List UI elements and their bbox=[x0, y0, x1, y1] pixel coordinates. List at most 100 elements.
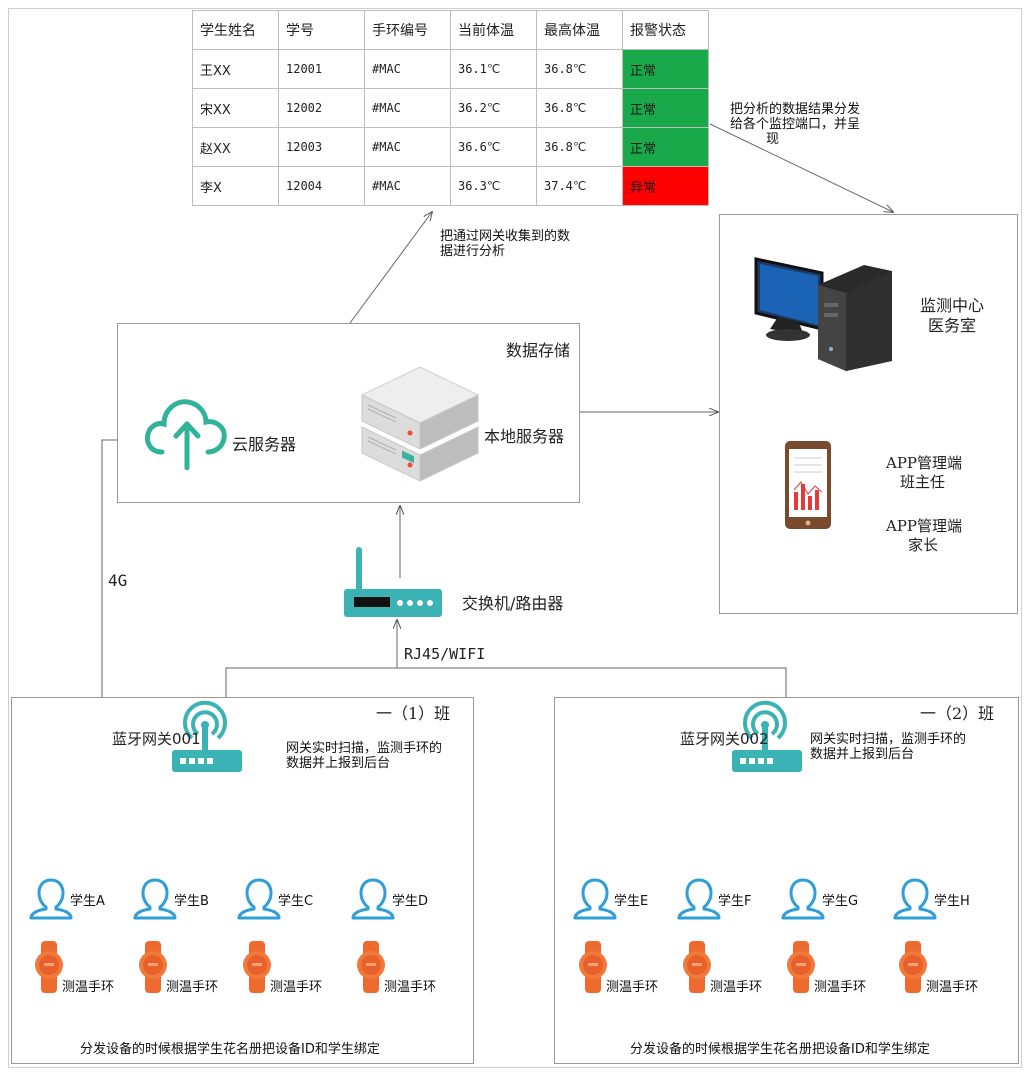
cell-band-id: #MAC bbox=[364, 88, 451, 128]
app-parent-label: APP管理端 家长 bbox=[886, 517, 962, 555]
app-teacher-label: APP管理端 班主任 bbox=[886, 454, 962, 492]
gateway-note-line: 数据并上报到后台 bbox=[286, 756, 391, 771]
cell-student-id: 12004 bbox=[278, 166, 365, 206]
student-name-label: 学生G bbox=[822, 894, 859, 909]
wristband-icon bbox=[898, 941, 928, 997]
wristband-label: 测温手环 bbox=[62, 980, 115, 995]
table-header-cell: 最高体温 bbox=[536, 10, 623, 50]
cell-student-id: 12002 bbox=[278, 88, 365, 128]
wristband-label: 测温手环 bbox=[606, 980, 659, 995]
analysis-note-line: 据进行分析 bbox=[440, 244, 506, 259]
gateway-002-note: 网关实时扫描，监测手环的 数据并上报到后台 bbox=[810, 732, 966, 762]
table-header-cell: 学号 bbox=[278, 10, 365, 50]
wristband-icon bbox=[578, 941, 608, 997]
student-name-label: 学生H bbox=[934, 894, 970, 909]
wristband-label: 测温手环 bbox=[166, 980, 219, 995]
student-icon bbox=[676, 878, 722, 924]
distribute-note-line: 现 bbox=[766, 132, 780, 147]
cell-band-id: #MAC bbox=[364, 166, 451, 206]
student-name-label: 学生B bbox=[174, 894, 209, 909]
student-icon bbox=[892, 878, 938, 924]
cell-student-name: 王XX bbox=[192, 49, 279, 89]
cell-max-temp: 36.8℃ bbox=[536, 49, 623, 89]
table-row: 李X 12004 #MAC 36.3℃ 37.4℃ 异常 bbox=[192, 166, 709, 206]
arrow-table-to-monitor bbox=[709, 123, 893, 212]
storage-title: 数据存储 bbox=[506, 341, 571, 360]
wristband-label: 测温手环 bbox=[926, 980, 979, 995]
cell-current-temp: 36.1℃ bbox=[450, 49, 537, 89]
bluetooth-gateway-icon bbox=[732, 700, 802, 772]
table-header-row: 学生姓名 学号 手环编号 当前体温 最高体温 报警状态 bbox=[192, 10, 709, 50]
class-1-box bbox=[11, 697, 474, 1064]
wristband-icon bbox=[34, 941, 64, 997]
diagram-frame bbox=[8, 8, 1022, 1068]
wristband-icon bbox=[786, 941, 816, 997]
class-2-title: 一（2）班 bbox=[920, 704, 995, 723]
cell-current-temp: 36.3℃ bbox=[450, 166, 537, 206]
app-parent-line: APP管理端 bbox=[886, 517, 963, 535]
gateway-note-line: 网关实时扫描，监测手环的 bbox=[810, 732, 967, 747]
student-icon bbox=[236, 878, 282, 924]
phone-app-icon bbox=[785, 441, 831, 529]
class-2-footer: 分发设备的时候根据学生花名册把设备ID和学生绑定 bbox=[630, 1042, 930, 1057]
gateway-note-line: 数据并上报到后台 bbox=[810, 747, 915, 762]
student-icon bbox=[780, 878, 826, 924]
cell-band-id: #MAC bbox=[364, 127, 451, 167]
student-icon bbox=[132, 878, 178, 924]
distribute-note: 把分析的数据结果分发 给各个监控端口，并呈 现 bbox=[730, 102, 860, 147]
table-header-cell: 当前体温 bbox=[450, 10, 537, 50]
rj45-link-label: RJ45/WIFI bbox=[404, 645, 486, 663]
class-1-footer: 分发设备的时候根据学生花名册把设备ID和学生绑定 bbox=[80, 1042, 380, 1057]
student-name-label: 学生A bbox=[70, 894, 105, 909]
student-icon bbox=[572, 878, 618, 924]
distribute-note-line: 把分析的数据结果分发 bbox=[730, 102, 861, 117]
cloud-server-label: 云服务器 bbox=[232, 435, 297, 454]
router-icon bbox=[344, 547, 442, 617]
wristband-label: 测温手环 bbox=[270, 980, 323, 995]
student-name-label: 学生C bbox=[278, 894, 314, 909]
cell-alarm-status: 正常 bbox=[622, 127, 709, 167]
data-storage-box bbox=[117, 323, 580, 503]
table-header-cell: 学生姓名 bbox=[192, 10, 279, 50]
router-label: 交换机/路由器 bbox=[462, 594, 564, 613]
cloud-upload-icon bbox=[145, 399, 227, 470]
cell-current-temp: 36.6℃ bbox=[450, 127, 537, 167]
gateway-001-note: 网关实时扫描，监测手环的 数据并上报到后台 bbox=[286, 741, 442, 771]
table-row: 王XX 12001 #MAC 36.1℃ 36.8℃ 正常 bbox=[192, 49, 709, 89]
gateway-001-label: 蓝牙网关001 bbox=[112, 730, 201, 748]
cell-alarm-status: 异常 bbox=[622, 166, 709, 206]
wristband-icon bbox=[138, 941, 168, 997]
desktop-pc-icon bbox=[754, 257, 892, 371]
cell-student-name: 赵XX bbox=[192, 127, 279, 167]
analysis-note: 把通过网关收集到的数 据进行分析 bbox=[440, 229, 570, 259]
wristband-label: 测温手环 bbox=[710, 980, 763, 995]
wristband-icon bbox=[356, 941, 386, 997]
student-name-label: 学生F bbox=[718, 894, 752, 909]
table-header-cell: 手环编号 bbox=[364, 10, 451, 50]
student-icon bbox=[350, 878, 396, 924]
table-row: 宋XX 12002 #MAC 36.2℃ 36.8℃ 正常 bbox=[192, 88, 709, 128]
class-1-title: 一（1）班 bbox=[376, 704, 451, 723]
student-icon bbox=[28, 878, 74, 924]
wristband-icon bbox=[242, 941, 272, 997]
app-teacher-line: 班主任 bbox=[900, 473, 946, 491]
cell-max-temp: 36.8℃ bbox=[536, 88, 623, 128]
student-name-label: 学生D bbox=[392, 894, 429, 909]
cell-student-id: 12003 bbox=[278, 127, 365, 167]
4g-link-label: 4G bbox=[108, 571, 128, 590]
cell-band-id: #MAC bbox=[364, 49, 451, 89]
monitor-center-line: 监测中心 bbox=[920, 296, 985, 315]
cell-max-temp: 37.4℃ bbox=[536, 166, 623, 206]
student-temperature-table: 学生姓名 学号 手环编号 当前体温 最高体温 报警状态 王XX 12001 #M… bbox=[192, 10, 709, 206]
arrow-storage-to-table bbox=[349, 212, 432, 324]
student-name-label: 学生E bbox=[614, 894, 649, 909]
cell-student-name: 宋XX bbox=[192, 88, 279, 128]
table-row: 赵XX 12003 #MAC 36.6℃ 36.8℃ 正常 bbox=[192, 127, 709, 167]
monitor-center-label: 监测中心 医务室 bbox=[920, 296, 984, 336]
gateway-note-line: 网关实时扫描，监测手环的 bbox=[286, 741, 443, 756]
table-header-cell: 报警状态 bbox=[622, 10, 709, 50]
cell-current-temp: 36.2℃ bbox=[450, 88, 537, 128]
distribute-note-line: 给各个监控端口，并呈 bbox=[730, 117, 861, 132]
server-icon bbox=[360, 366, 480, 483]
monitor-center-line: 医务室 bbox=[928, 316, 977, 335]
